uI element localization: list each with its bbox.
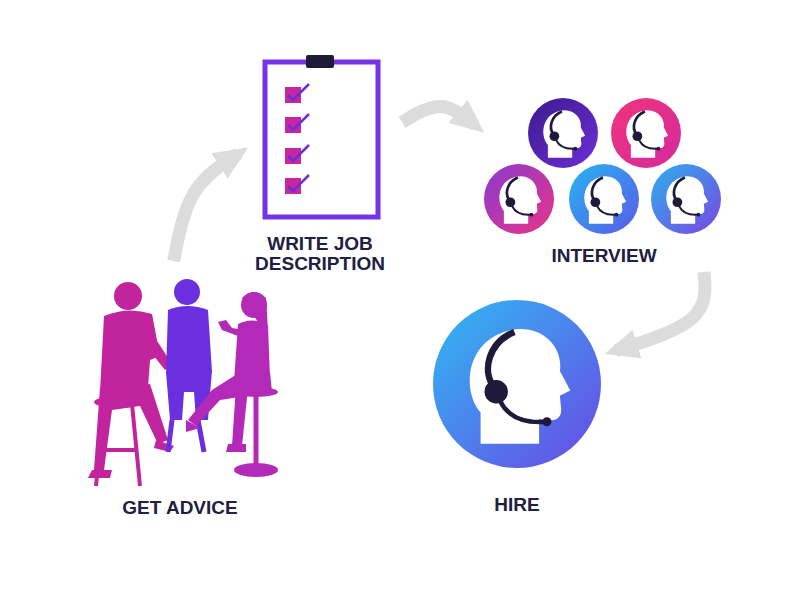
headset-head xyxy=(666,176,708,224)
candidate-icon xyxy=(528,98,598,168)
headset-head xyxy=(626,110,668,158)
step-node: INTERVIEW xyxy=(479,98,729,268)
hire-circle xyxy=(433,300,601,468)
woman-right xyxy=(186,292,278,477)
checkbox-list xyxy=(285,84,309,194)
cycle-arrow xyxy=(616,272,705,351)
headset-head xyxy=(543,110,585,158)
step-label: INTERVIEW xyxy=(547,244,660,268)
step-label: WRITE JOB DESCRIPTION xyxy=(246,232,394,276)
step-node: HIRE xyxy=(422,295,612,517)
hire-icon xyxy=(433,300,601,468)
advisors-silhouette xyxy=(88,279,278,486)
candidate-icon xyxy=(611,98,681,168)
candidate-icon xyxy=(484,164,554,234)
headset-head xyxy=(470,329,571,444)
candidate-icons xyxy=(484,98,721,234)
headset-head xyxy=(584,176,626,224)
step-node: WRITE JOB DESCRIPTION xyxy=(242,50,398,276)
clipboard-board xyxy=(265,62,378,217)
man-left xyxy=(88,282,174,486)
step-label: GET ADVICE xyxy=(118,496,241,520)
candidate-icon xyxy=(569,164,639,234)
step-label: HIRE xyxy=(490,493,543,517)
clipboard-icon xyxy=(265,55,378,217)
man-middle xyxy=(166,279,212,452)
candidate-icon xyxy=(651,164,721,234)
clipboard-clip xyxy=(306,55,334,68)
cycle-arrow xyxy=(174,154,238,261)
cycle-arrow xyxy=(402,107,475,126)
step-node: GET ADVICE xyxy=(75,265,285,520)
headset-head xyxy=(499,176,541,224)
